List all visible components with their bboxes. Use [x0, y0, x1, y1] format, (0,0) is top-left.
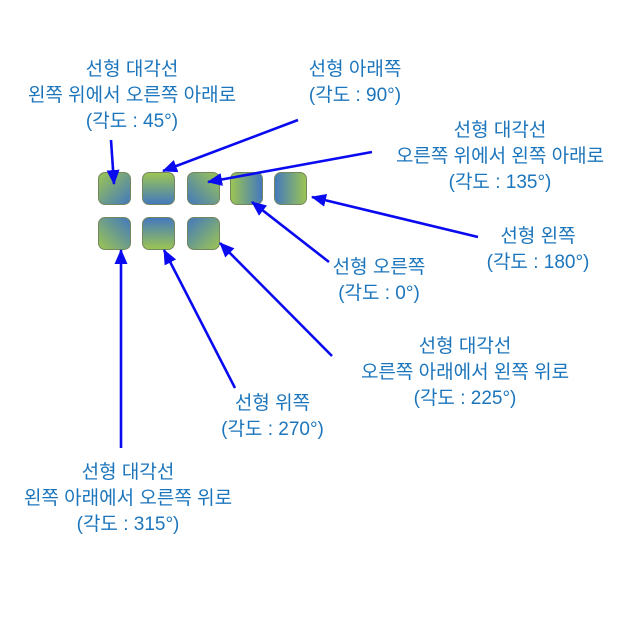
gradient-swatch-90 [142, 172, 175, 205]
label-line: 선형 대각선 [85, 59, 179, 80]
label-line: 선형 아래쪽 [308, 59, 402, 80]
gradient-swatch-315 [98, 217, 131, 250]
label-line: (각도 : 270°) [221, 419, 324, 440]
gradient-swatch-135 [187, 172, 220, 205]
gradient-swatch-45 [98, 172, 131, 205]
label-angle-225: 선형 대각선 오른쪽 아래에서 왼쪽 위로 (각도 : 225°) [345, 334, 585, 412]
gradient-swatch-180 [274, 172, 307, 205]
label-line: 오른쪽 위에서 왼쪽 아래로 [395, 146, 605, 167]
label-line: (각도 : 315°) [76, 514, 180, 535]
label-angle-90: 선형 아래쪽 (각도 : 90°) [290, 57, 420, 109]
label-angle-315: 선형 대각선 왼쪽 아래에서 오른쪽 위로 (각도 : 315°) [3, 460, 253, 538]
arrow-270-icon [162, 249, 237, 389]
label-line: (각도 : 180°) [486, 252, 590, 273]
label-line: 왼쪽 아래에서 오른쪽 위로 [23, 488, 233, 509]
label-line: 선형 대각선 [418, 336, 512, 357]
label-line: (각도 : 0°) [338, 283, 420, 304]
label-line: 왼쪽 위에서 오른쪽 아래로 [27, 85, 237, 106]
arrow-180-icon [311, 193, 479, 239]
label-angle-45: 선형 대각선 왼쪽 위에서 오른쪽 아래로 (각도 : 45°) [0, 57, 264, 135]
label-angle-180: 선형 왼쪽 (각도 : 180°) [463, 224, 613, 276]
label-line: 선형 위쪽 [234, 393, 311, 414]
label-angle-135: 선형 대각선 오른쪽 위에서 왼쪽 아래로 (각도 : 135°) [378, 118, 622, 196]
label-angle-0: 선형 오른쪽 (각도 : 0°) [313, 255, 445, 307]
label-line: (각도 : 135°) [448, 172, 552, 193]
label-line: 선형 오른쪽 [332, 257, 426, 278]
label-angle-270: 선형 위쪽 (각도 : 270°) [195, 391, 350, 443]
gradient-swatch-225 [187, 217, 220, 250]
label-line: 선형 왼쪽 [500, 226, 576, 247]
label-line: (각도 : 225°) [413, 388, 517, 409]
arrow-0-icon [251, 200, 330, 264]
gradient-swatch-270 [142, 217, 175, 250]
gradient-swatch-0 [230, 172, 263, 205]
label-line: 선형 대각선 [81, 462, 175, 483]
label-line: 선형 대각선 [453, 120, 547, 141]
label-line: 오른쪽 아래에서 왼쪽 위로 [360, 362, 570, 383]
label-line: (각도 : 90°) [308, 85, 402, 106]
label-line: (각도 : 45°) [85, 111, 179, 132]
